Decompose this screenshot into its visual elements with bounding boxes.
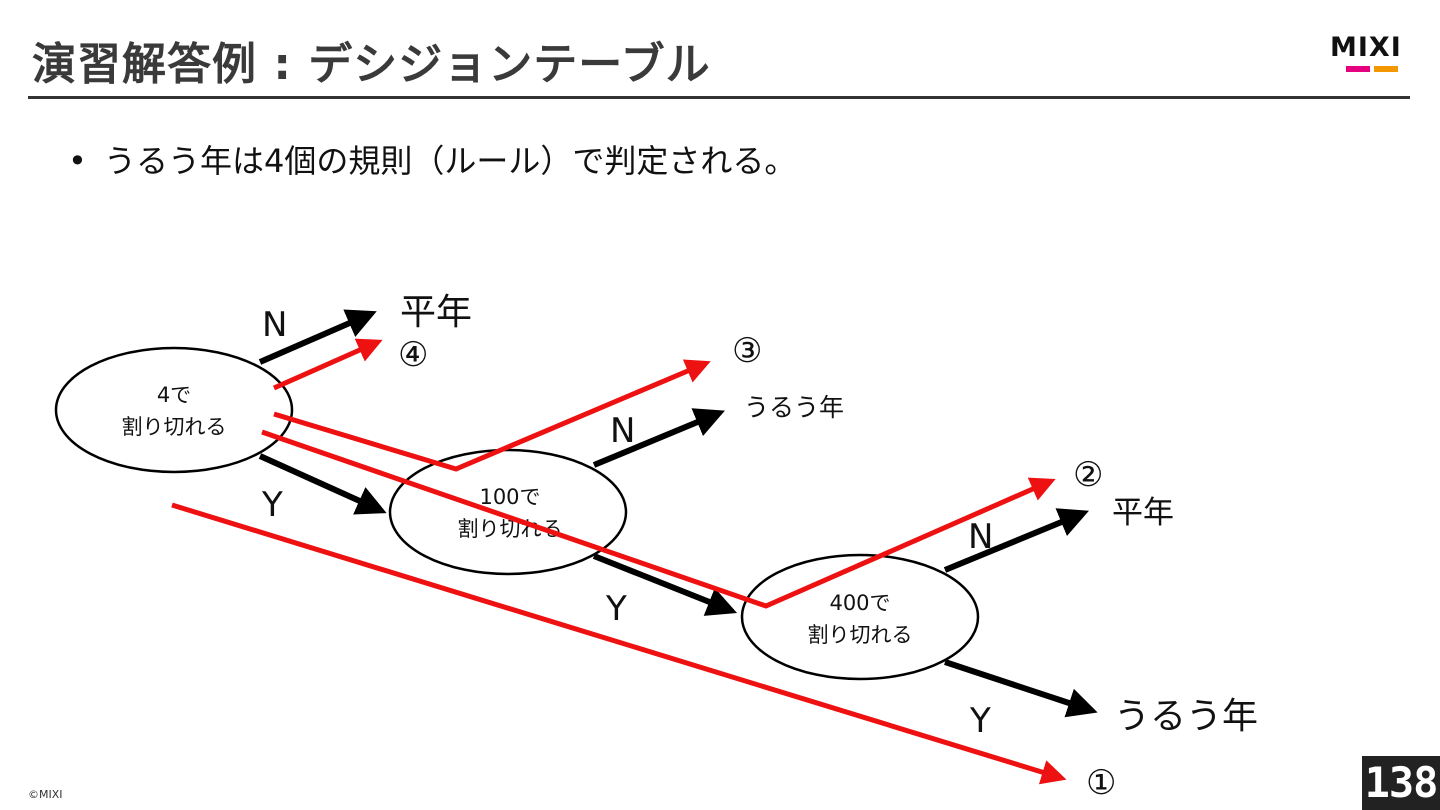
outcome-div4-no: 平年 [400, 292, 472, 333]
outcome-div100-no: うるう年 [744, 393, 844, 422]
edge-label-div4-yes: Y [261, 485, 283, 525]
bullet-point: • うるう年は4個の規則（ルール）で判定される。 [68, 136, 796, 182]
node-div4-line1: 4で [157, 383, 191, 407]
rule-marker-3: ③ [732, 331, 762, 371]
arrow-div400-yes [944, 659, 1098, 718]
node-div100-line1: 100で [479, 485, 540, 509]
rule-path-2 [261, 429, 1056, 609]
rule-marker-4: ④ [398, 335, 428, 375]
outcome-div400-yes: うるう年 [1114, 696, 1258, 737]
rule-path-4 [272, 338, 383, 391]
copyright-text: ©MIXI [28, 788, 63, 801]
node-div4-line2: 割り切れる [122, 415, 227, 439]
node-div400-line1: 400で [829, 591, 890, 615]
outcome-div400-no: 平年 [1112, 495, 1174, 531]
arrow-div4-yes [258, 453, 387, 515]
title-underline [28, 96, 1410, 99]
arrow-div4-no [258, 309, 377, 365]
slide-title: 演習解答例 : デシジョンテーブル [32, 39, 711, 90]
arrow-div400-no [943, 508, 1089, 573]
logo-bar-magenta [1346, 66, 1370, 72]
node-div400-line2: 割り切れる [808, 623, 913, 647]
logo-bar-orange [1374, 66, 1398, 72]
page-number: 138 [1362, 756, 1440, 810]
rule-path-1 [171, 502, 1067, 785]
node-div100 [388, 448, 628, 576]
node-div400 [740, 553, 980, 681]
arrow-div100-no [592, 408, 725, 468]
node-div4 [54, 346, 294, 474]
bullet-text: うるう年は4個の規則（ルール）で判定される。 [104, 142, 797, 180]
edge-label-div100-yes: Y [605, 589, 627, 629]
mixi-logo: MIXI [1330, 34, 1412, 76]
edge-label-div100-no: N [610, 411, 635, 451]
logo-text: MIXI [1330, 32, 1402, 63]
rule-marker-2: ② [1073, 455, 1103, 495]
rule-path-3 [273, 359, 711, 472]
edge-label-div400-yes: Y [969, 701, 991, 741]
edge-label-div400-no: N [968, 517, 993, 557]
arrow-div100-yes [592, 553, 738, 616]
bullet-dot-icon: • [68, 142, 87, 180]
rule-marker-1: ① [1086, 763, 1116, 803]
edge-label-div4-no: N [262, 305, 287, 345]
